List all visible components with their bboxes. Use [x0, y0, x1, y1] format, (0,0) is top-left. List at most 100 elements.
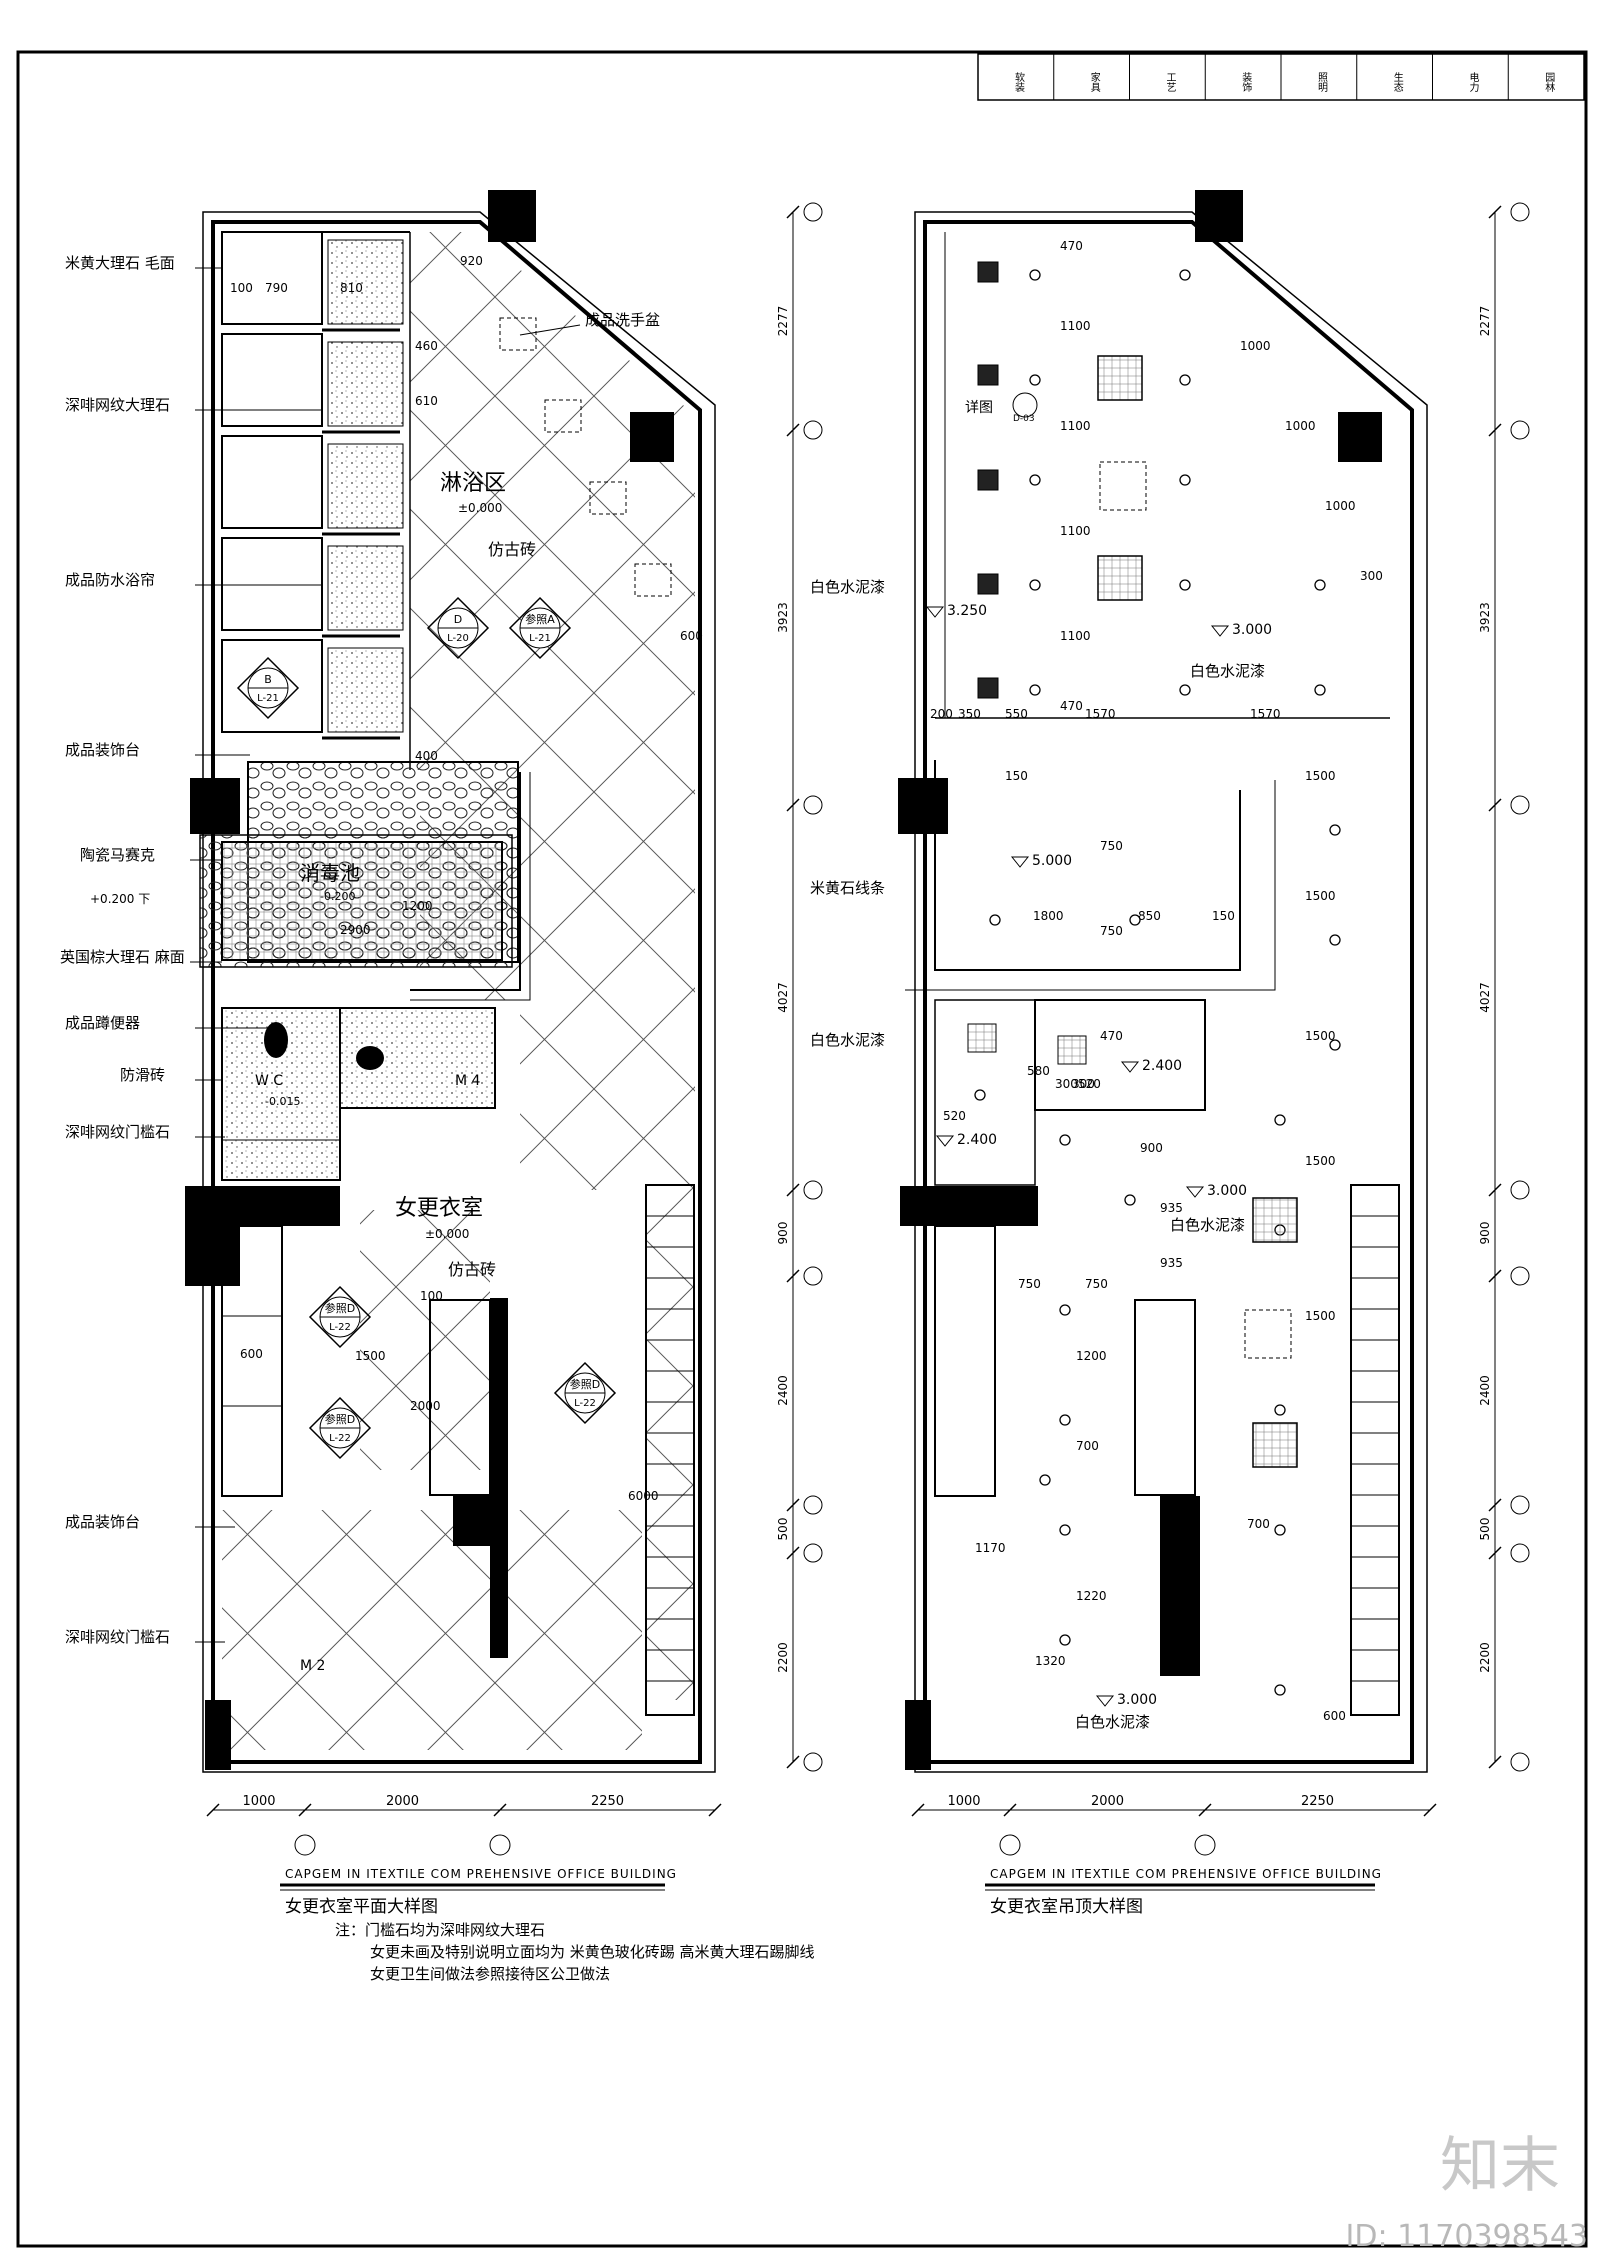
ceiling-spot — [977, 364, 999, 386]
ceiling-dim: 750 — [1018, 1277, 1041, 1291]
ceiling-dim: 1500 — [1305, 889, 1336, 903]
label-squat-toilet: 成品蹲便器 — [65, 1014, 140, 1032]
ceiling-dim: 1500 — [1305, 1154, 1336, 1168]
ceiling-level: 3.250 — [947, 603, 987, 619]
grid-axis-bubble — [803, 795, 823, 815]
dim-label: 2277 — [1478, 306, 1492, 337]
plan-dim: 400 — [415, 749, 438, 763]
label-threshold-2: 深啡网纹门槛石 — [65, 1628, 170, 1646]
callout-bottom: L-22 — [329, 1433, 351, 1444]
ceiling-light — [1029, 474, 1041, 486]
section-callout — [553, 1361, 617, 1425]
label-anti-slip: 防滑砖 — [120, 1066, 165, 1084]
label-vanity: 成品装饰台 — [65, 741, 140, 759]
grid-axis-bubble — [803, 1543, 823, 1563]
ceiling-light — [1179, 269, 1191, 281]
label-pool-level: -0.200 — [320, 890, 355, 903]
detail-ref: D-03 — [1013, 414, 1035, 424]
label-shower-zone: 淋浴区 — [440, 471, 506, 496]
shower-stalls — [221, 231, 411, 770]
ceiling-dim: 1170 — [975, 1541, 1006, 1555]
ceiling-dim: 150 — [910, 779, 933, 793]
ceiling-level: 5.000 — [1032, 853, 1072, 869]
plan-dim: 1200 — [402, 899, 433, 913]
label-level-015: -0.015 — [265, 1095, 300, 1108]
plan-note-2: 女更未画及特别说明立面均为 米黄色玻化砖踢 高米黄大理石踢脚线 — [370, 1943, 815, 1961]
ceiling-dim: 1200 — [1076, 1349, 1107, 1363]
grid-axis-bubble — [803, 1495, 823, 1515]
ceiling-labels: 白色水泥漆 白色水泥漆 白色水泥漆 白色水泥漆 白色水泥漆 米黄石线条 详图 — [810, 400, 1265, 1731]
label-threshold: 深啡网纹门槛石 — [65, 1123, 170, 1141]
ceiling-subtitle: CAPGEM IN ITEXTILE COM PREHENSIVE OFFICE… — [990, 1867, 1382, 1881]
ceiling-light — [1329, 934, 1341, 946]
plan-dim: 2900 — [340, 923, 371, 937]
title-block-cell: 园林 — [1543, 72, 1555, 93]
callout-bottom: L-21 — [257, 693, 279, 704]
ceiling-dim: 300 — [1072, 1077, 1095, 1091]
ceiling-light — [1059, 1304, 1071, 1316]
ceiling-level: 2.400 — [1142, 1058, 1182, 1074]
ceiling-dim: 1800 — [1033, 909, 1064, 923]
ceiling-dim: 150 — [1212, 909, 1235, 923]
ceiling-light — [1059, 1524, 1071, 1536]
section-callout — [426, 596, 490, 660]
ceiling-dim: 350 — [958, 707, 981, 721]
ceiling-dim: 200 — [930, 707, 953, 721]
floor-plan — [185, 190, 716, 1773]
label-ceil-white-1: 白色水泥漆 — [810, 578, 885, 596]
ceiling-dim: 300 — [1055, 1077, 1078, 1091]
dim-label: 900 — [1478, 1222, 1492, 1245]
plan-title: 女更衣室平面大样图 — [285, 1897, 438, 1917]
grid-axis-bubble — [803, 1180, 823, 1200]
dim-label: 2200 — [776, 1642, 790, 1673]
callout-top: 参照D — [570, 1377, 600, 1391]
ceiling-dim: 1320 — [1035, 1654, 1066, 1668]
ceiling-dim: 750 — [1100, 924, 1123, 938]
dimension-lines: 2277392340279002400500220022773923402790… — [190, 202, 1530, 1856]
ceiling-light — [1274, 1684, 1286, 1696]
label-shower-level: ±0.000 — [458, 501, 502, 515]
ceiling-vent — [1252, 1422, 1298, 1468]
grid-axis-bubble — [803, 1266, 823, 1286]
ceiling-dim: 300 — [1360, 569, 1383, 583]
ceiling-dim: 520 — [943, 1109, 966, 1123]
label-ceil-beige-strip: 米黄石线条 — [810, 879, 885, 897]
title-block-cell: 装饰 — [1240, 71, 1252, 93]
ceiling-dim: 1000 — [1285, 419, 1316, 433]
plan-title-block: CAPGEM IN ITEXTILE COM PREHENSIVE OFFICE… — [280, 1867, 815, 1983]
label-antique-tile-2: 仿古砖 — [448, 1260, 496, 1279]
plan-dim: 1500 — [355, 1349, 386, 1363]
ceiling-dim: 1000 — [1240, 339, 1271, 353]
plan-note-3: 女更卫生间做法参照接待区公卫做法 — [370, 1965, 610, 1983]
plan-note-1: 注：门槛石均为深啡网纹大理石 — [335, 1921, 545, 1939]
ceiling-level: 3.000 — [1207, 1183, 1247, 1199]
ceiling-dim: 750 — [1085, 1277, 1108, 1291]
leader-line — [519, 324, 581, 336]
ceiling-exhaust — [967, 1023, 997, 1053]
locker-blocks — [185, 1184, 695, 1770]
label-coffee-marble: 深啡网纹大理石 — [65, 396, 170, 414]
toilet-stalls — [221, 1007, 496, 1181]
ceiling-light — [1059, 1414, 1071, 1426]
grid-axis-bubble — [1510, 202, 1530, 222]
dim-label: 2000 — [386, 1794, 419, 1809]
ceiling-light — [1029, 579, 1041, 591]
ceiling-dim: 700 — [1076, 1439, 1099, 1453]
ceiling-dim: 850 — [1138, 909, 1161, 923]
ceiling-spot — [977, 677, 999, 699]
ceiling-light — [1029, 269, 1041, 281]
dim-label: 1000 — [242, 1794, 275, 1809]
watermark-logo: 知末 — [1440, 2131, 1560, 2201]
label-vanity-2: 成品装饰台 — [65, 1513, 140, 1531]
ceiling-dim: 470 — [1060, 239, 1083, 253]
ceiling-light — [1179, 579, 1191, 591]
ceiling-light — [1179, 684, 1191, 696]
label-ceil-white-4: 白色水泥漆 — [1170, 1216, 1245, 1234]
ceiling-light — [1329, 1039, 1341, 1051]
dim-label: 2277 — [776, 306, 790, 337]
grid-axis-bubble — [294, 1834, 316, 1856]
label-british-marble: 英国棕大理石 麻面 — [60, 948, 185, 966]
label-antique-tile: 仿古砖 — [488, 540, 536, 559]
grid-axis-bubble — [1510, 1495, 1530, 1515]
dim-label: 1000 — [947, 1794, 980, 1809]
